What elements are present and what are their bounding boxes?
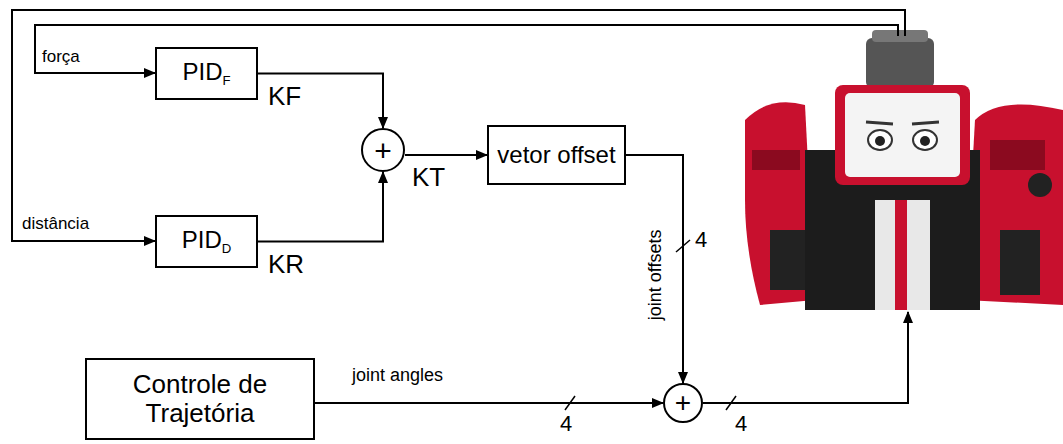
summing-junction: + (361, 128, 405, 172)
gain-label: KT (410, 163, 447, 192)
bus-width: 4 (693, 228, 709, 252)
controller-box: PIDF (155, 47, 258, 100)
node-text: vetor offset (497, 141, 615, 168)
bus-tick (726, 396, 736, 410)
bus-width: 4 (733, 412, 749, 436)
gain-label: KF (266, 82, 303, 111)
distance-feedback-wire (12, 10, 905, 241)
node-text: + (675, 387, 691, 418)
node-text: Controle de Trajetória (133, 369, 267, 428)
node-text: PID (182, 58, 222, 85)
connector (315, 402, 663, 404)
process-box: Controle de Trajetória (85, 358, 315, 440)
subscript: F (222, 73, 230, 88)
signal-name: distância (20, 215, 91, 234)
signal-name: joint angles (350, 366, 445, 386)
signal-name: joint offsets (646, 228, 666, 323)
controller-box: PIDD (155, 215, 258, 268)
connector (405, 154, 487, 156)
connector (258, 172, 383, 242)
output-wire (703, 312, 908, 403)
connector (258, 74, 383, 129)
gain-label: KR (266, 250, 306, 279)
summing-junction: + (663, 383, 703, 423)
subscript: D (222, 241, 232, 256)
node-text: + (374, 134, 392, 167)
baxter-robot (745, 30, 1063, 310)
node-text: PID (182, 226, 222, 253)
bus-width: 4 (558, 412, 574, 436)
process-box: vetor offset (487, 125, 626, 185)
signal-name: força (40, 48, 82, 67)
connector (626, 155, 683, 383)
